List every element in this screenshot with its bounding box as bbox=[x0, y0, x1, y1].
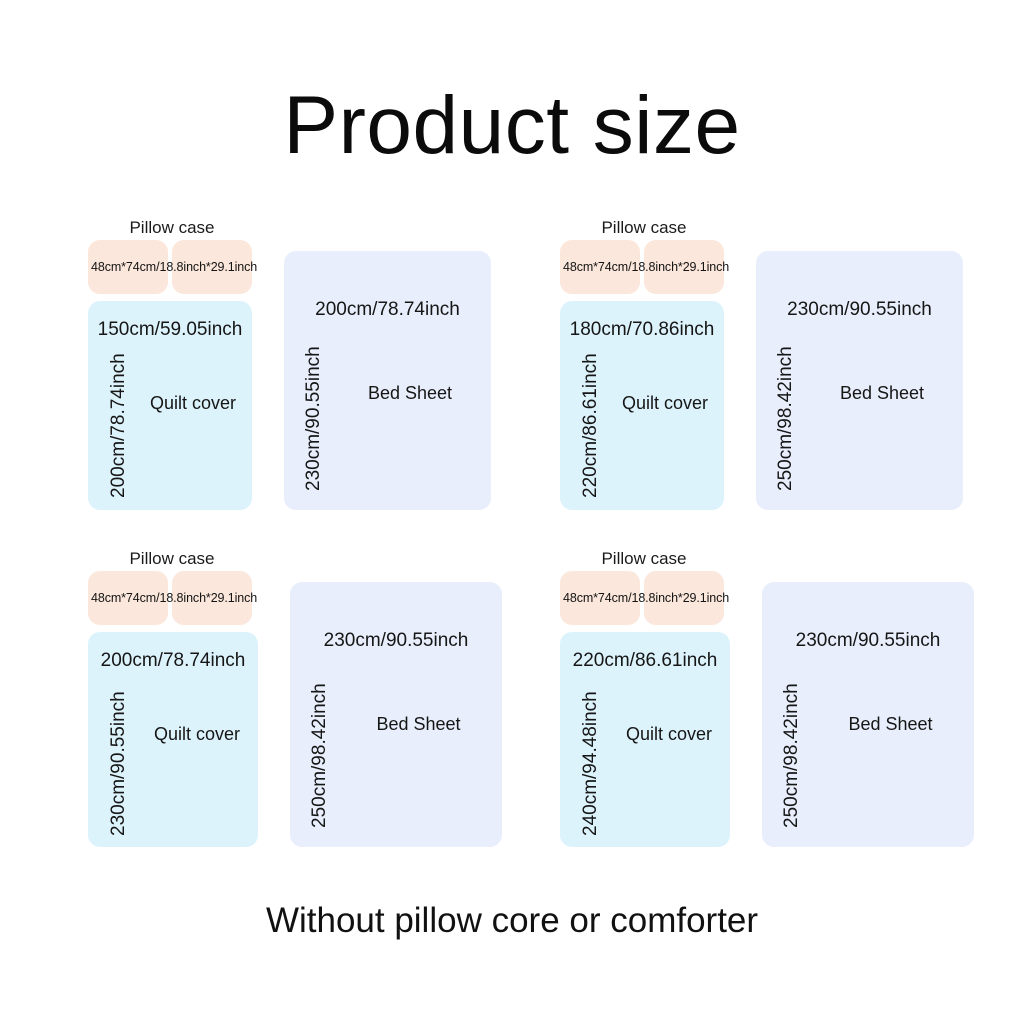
bed-sheet-panel-2: 230cm/90.55inch 250cm/98.42inch Bed Shee… bbox=[756, 251, 963, 510]
quilt-cover-name: Quilt cover bbox=[153, 724, 241, 744]
bed-sheet-width: 230cm/90.55inch bbox=[787, 299, 932, 320]
pillow-case-dimensions: 48cm*74cm/18.8inch*29.1inch bbox=[563, 591, 730, 605]
pillow-case-row: 48cm*74cm/18.8inch*29.1inch bbox=[560, 571, 730, 625]
quilt-cover-width: 220cm/86.61inch bbox=[572, 650, 718, 671]
bed-sheet-panel-3: 230cm/90.55inch 250cm/98.42inch Bed Shee… bbox=[290, 582, 502, 847]
quilt-cover-width: 180cm/70.86inch bbox=[569, 319, 715, 340]
quilt-cover-width: 150cm/59.05inch bbox=[97, 319, 243, 340]
quilt-cover-panel-4: 220cm/86.61inch 240cm/94.48inch Quilt co… bbox=[560, 632, 730, 847]
pillow-case-label: Pillow case bbox=[129, 218, 215, 237]
bed-sheet-width: 200cm/78.74inch bbox=[315, 299, 460, 320]
bed-sheet-height: 250cm/98.42inch bbox=[781, 683, 802, 828]
pillow-case-label: Pillow case bbox=[129, 549, 215, 568]
pillow-case-box-left bbox=[88, 240, 168, 294]
quilt-cover-height: 220cm/86.61inch bbox=[580, 353, 601, 498]
bed-sheet-height: 230cm/90.55inch bbox=[303, 346, 324, 491]
bed-sheet-name: Bed Sheet bbox=[367, 383, 453, 403]
quilt-cover-height: 240cm/94.48inch bbox=[580, 691, 601, 836]
size-group-3: Pillow case 48cm*74cm/18.8inch*29.1inch … bbox=[88, 549, 508, 849]
pillow-case-box-right bbox=[644, 240, 724, 294]
quilt-cover-name: Quilt cover bbox=[149, 393, 237, 413]
quilt-cover-height: 200cm/78.74inch bbox=[108, 353, 129, 498]
bed-sheet-panel-4: 230cm/90.55inch 250cm/98.42inch Bed Shee… bbox=[762, 582, 974, 847]
size-group-2: Pillow case 48cm*74cm/18.8inch*29.1inch … bbox=[560, 218, 970, 510]
bed-sheet-width: 230cm/90.55inch bbox=[323, 630, 469, 651]
page-title: Product size bbox=[283, 80, 741, 171]
pillow-case-box-left bbox=[88, 571, 168, 625]
quilt-cover-panel-1: 150cm/59.05inch 200cm/78.74inch Quilt co… bbox=[88, 301, 252, 510]
bed-sheet-height: 250cm/98.42inch bbox=[309, 683, 330, 828]
pillow-case-row: 48cm*74cm/18.8inch*29.1inch bbox=[88, 571, 258, 625]
bed-sheet-panel-1: 200cm/78.74inch 230cm/90.55inch Bed Shee… bbox=[284, 251, 491, 510]
quilt-cover-name: Quilt cover bbox=[621, 393, 709, 413]
quilt-cover-panel-3: 200cm/78.74inch 230cm/90.55inch Quilt co… bbox=[88, 632, 258, 847]
pillow-case-dimensions: 48cm*74cm/18.8inch*29.1inch bbox=[91, 591, 258, 605]
bed-sheet-width: 230cm/90.55inch bbox=[795, 630, 941, 651]
bed-sheet-name: Bed Sheet bbox=[376, 714, 461, 734]
pillow-case-dimensions: 48cm*74cm/18.8inch*29.1inch bbox=[91, 260, 258, 274]
pillow-case-box-left bbox=[560, 571, 640, 625]
quilt-cover-height: 230cm/90.55inch bbox=[108, 691, 129, 836]
size-group-1: Pillow case 48cm*74cm/18.8inch*29.1inch … bbox=[88, 218, 498, 510]
page-footer-note: Without pillow core or comforter bbox=[265, 901, 759, 940]
pillow-case-label: Pillow case bbox=[601, 218, 687, 237]
quilt-cover-panel-2: 180cm/70.86inch 220cm/86.61inch Quilt co… bbox=[560, 301, 724, 510]
pillow-case-dimensions: 48cm*74cm/18.8inch*29.1inch bbox=[563, 260, 730, 274]
pillow-case-box-right bbox=[644, 571, 724, 625]
size-group-4: Pillow case 48cm*74cm/18.8inch*29.1inch … bbox=[560, 549, 980, 849]
pillow-case-box-right bbox=[172, 240, 252, 294]
bed-sheet-name: Bed Sheet bbox=[848, 714, 933, 734]
pillow-case-box-left bbox=[560, 240, 640, 294]
pillow-case-label: Pillow case bbox=[601, 549, 687, 568]
bed-sheet-height: 250cm/98.42inch bbox=[775, 346, 796, 491]
quilt-cover-name: Quilt cover bbox=[625, 724, 713, 744]
pillow-case-row: 48cm*74cm/18.8inch*29.1inch bbox=[560, 240, 730, 294]
bed-sheet-name: Bed Sheet bbox=[839, 383, 925, 403]
pillow-case-box-right bbox=[172, 571, 252, 625]
quilt-cover-width: 200cm/78.74inch bbox=[100, 650, 246, 671]
pillow-case-row: 48cm*74cm/18.8inch*29.1inch bbox=[88, 240, 258, 294]
